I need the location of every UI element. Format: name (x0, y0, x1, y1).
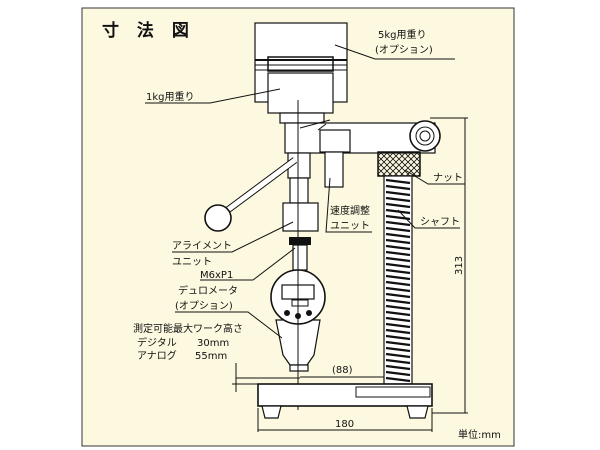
shaft (383, 175, 413, 385)
spring-coil (385, 358, 411, 365)
label-nut: ナット (433, 172, 463, 184)
unit-label: 単位:mm (458, 428, 501, 441)
nut (377, 151, 421, 177)
dim-base-width: 180 (335, 419, 354, 430)
spring-coil (385, 280, 411, 287)
label-alignment-1: アライメント (172, 240, 232, 252)
spring-coil (385, 232, 411, 239)
alignment-unit (282, 202, 319, 232)
spring-coil (385, 184, 411, 191)
spring-coil (385, 208, 411, 215)
spring-coil (385, 364, 411, 371)
label-weight-5kg: 5kg用重り (378, 28, 427, 41)
spring-coil (385, 328, 411, 335)
spring-coil (385, 190, 411, 197)
dimension-lines (232, 117, 468, 432)
label-alignment-2: ユニット (172, 257, 212, 268)
spring-coil (385, 316, 411, 323)
value-analog: 55mm (195, 351, 227, 362)
spring-coil (385, 226, 411, 233)
spring-coil (385, 322, 411, 329)
dim-offset: (88) (332, 365, 353, 376)
spring-coil (385, 376, 411, 383)
label-max-height: 測定可能最大ワーク高さ (133, 322, 243, 335)
spring-coil (385, 346, 411, 353)
label-thread: M6xP1 (200, 270, 233, 281)
thread-nut (289, 237, 311, 245)
value-digital: 30mm (197, 338, 229, 349)
head-arm (279, 112, 436, 188)
spring-coil (385, 244, 411, 251)
dim-height: 313 (454, 256, 465, 275)
drawing-title: 寸 法 図 (102, 20, 195, 41)
label-analog: アナログ (137, 349, 177, 362)
spring-coil (385, 274, 411, 281)
spring-coil (385, 352, 411, 359)
spring-coil (385, 334, 411, 341)
spring-coil (385, 298, 411, 305)
label-durometer-option: (オプション) (175, 300, 233, 312)
spring-coil (385, 202, 411, 209)
label-speed-adjust-2: ユニット (330, 221, 370, 232)
spring-coil (385, 262, 411, 269)
spring-coil (385, 268, 411, 275)
base (257, 383, 433, 419)
spring-coil (385, 370, 411, 377)
label-speed-adjust-1: 速度調整 (330, 204, 370, 217)
label-digital: デジタル (137, 336, 177, 349)
spring-coil (385, 238, 411, 245)
spring-coil (385, 196, 411, 203)
column (289, 177, 309, 204)
spring-coil (385, 250, 411, 257)
spring-coil (385, 220, 411, 227)
spring-coil (385, 340, 411, 347)
spring-coil (385, 292, 411, 299)
label-weight-5kg-option: (オプション) (375, 44, 433, 56)
spring-coil (385, 178, 411, 185)
label-weight-1kg: 1kg用重り (146, 90, 195, 103)
shaft-stem (292, 244, 308, 271)
spring-coil (385, 256, 411, 263)
label-durometer: デュロメータ (178, 284, 238, 297)
lever (204, 157, 298, 232)
leaders (145, 44, 465, 339)
label-shaft: シャフト (420, 217, 460, 228)
knob (409, 120, 441, 152)
spring-coil (385, 304, 411, 311)
spring-coil (385, 310, 411, 317)
weight-1kg (267, 72, 334, 114)
spring-coil (385, 286, 411, 293)
